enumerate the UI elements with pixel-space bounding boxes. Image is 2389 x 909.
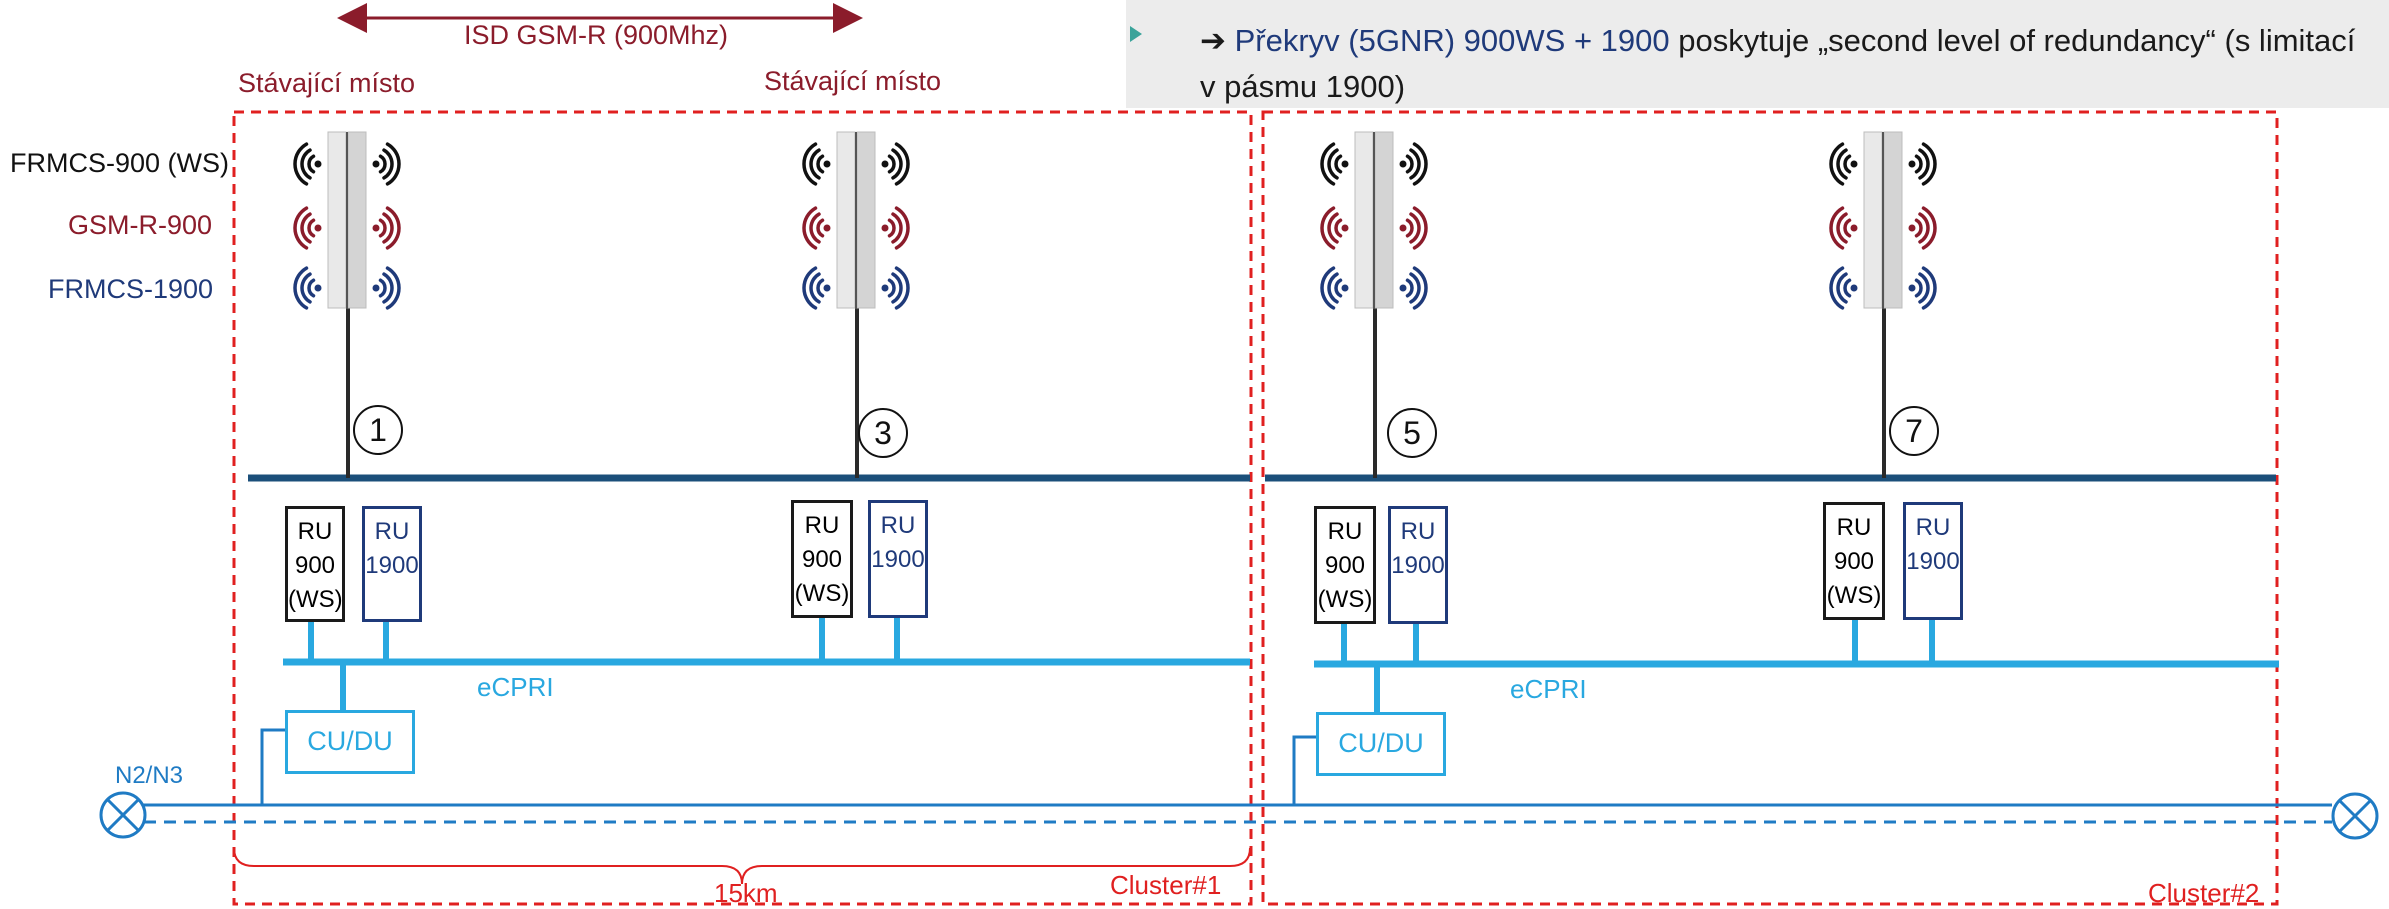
triangle-bullet-icon	[1130, 26, 1142, 42]
distance-label: 15km	[714, 878, 778, 908]
antenna-tower-icon	[1828, 128, 1938, 328]
cudu-box: CU/DU	[1316, 712, 1446, 776]
cluster2-rect	[1261, 110, 2279, 906]
note-rest: poskytuje „second level of redundancy“ (…	[1200, 23, 2356, 104]
site-number-7: 7	[1889, 406, 1939, 456]
ecpri-label: eCPRI	[1510, 674, 1587, 704]
antenna-tower-icon	[292, 128, 402, 328]
note-highlight: Překryv (5GNR) 900WS + 1900	[1234, 23, 1670, 58]
cluster1-rect	[232, 110, 1253, 906]
site-label-1: Stávající místo	[238, 68, 416, 98]
note-box	[1126, 0, 2389, 108]
cudu-box: CU/DU	[285, 710, 415, 774]
antenna-tower-icon	[801, 128, 911, 328]
antenna-tower-icon	[1319, 128, 1429, 328]
n2n3-label: N2/N3	[115, 762, 184, 789]
isd-label: ISD GSM-R (900Mhz)	[464, 20, 729, 50]
note-text: ➔ Překryv (5GNR) 900WS + 1900 poskytuje …	[1200, 18, 2370, 110]
site-number-1: 1	[353, 405, 403, 455]
site-label-2: Stávající místo	[764, 66, 942, 96]
n2n3-left-endpoint-icon	[99, 791, 147, 839]
cluster1-label: Cluster#1	[1110, 870, 1222, 900]
distance-brace	[233, 847, 1251, 885]
n2n3-right-endpoint-icon	[2331, 792, 2379, 840]
cluster2-label: Cluster#2	[2148, 878, 2260, 908]
legend-frmcs1900: FRMCS-1900	[48, 274, 214, 304]
note-arrow: ➔	[1200, 23, 1226, 58]
ecpri-label: eCPRI	[477, 672, 554, 702]
legend-gsmr900: GSM-R-900	[68, 210, 213, 240]
site-number-5: 5	[1387, 408, 1437, 458]
site-number-3: 3	[858, 408, 908, 458]
legend-frmcs900: FRMCS-900 (WS)	[10, 148, 230, 178]
